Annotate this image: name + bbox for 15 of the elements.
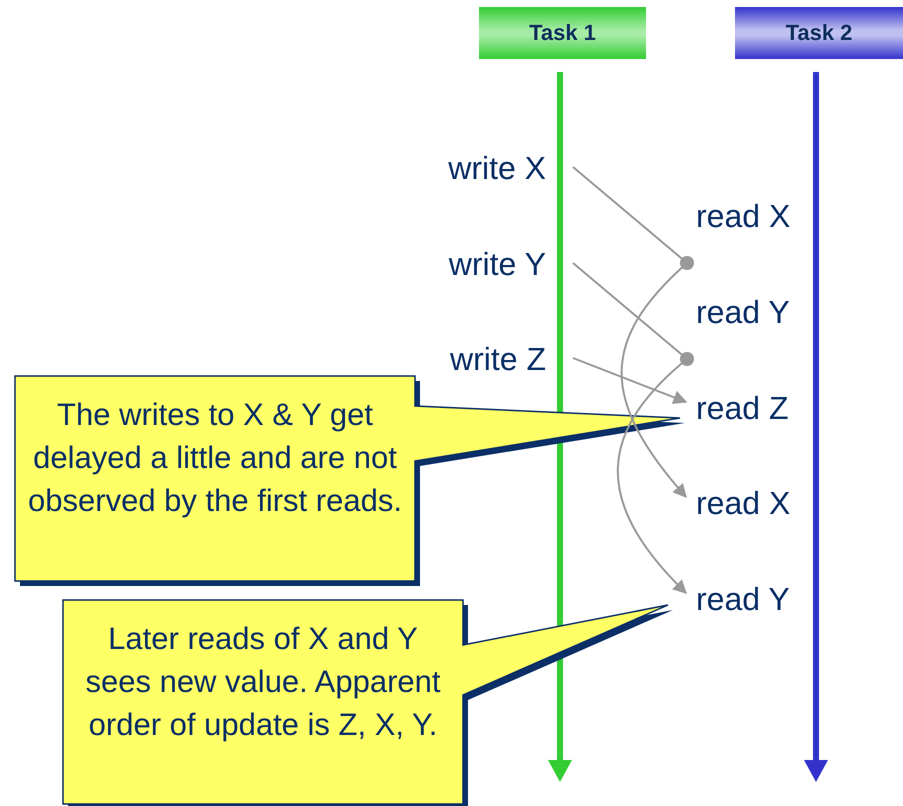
operation-label: read X [696, 200, 790, 232]
operation-label: read Z [696, 392, 788, 424]
operation-label: write Z [450, 343, 546, 375]
operation-label: read Y [696, 583, 790, 615]
callout-text: The writes to X & Y get delayed a little and are not observed by the first reads. [27, 396, 403, 520]
callout-text: Later reads of X and Y sees new value. Apparent order of update is Z, X, Y. [84, 620, 442, 744]
arrow [572, 166, 688, 498]
operation-label: write Y [448, 248, 546, 280]
operation-label: read Y [696, 296, 790, 328]
task-header: Task 1 [479, 7, 646, 59]
task-header: Task 2 [735, 7, 903, 59]
operation-label: read X [696, 487, 790, 519]
operation-label: write X [448, 152, 546, 184]
arrow [572, 262, 688, 594]
arrow [572, 357, 688, 404]
